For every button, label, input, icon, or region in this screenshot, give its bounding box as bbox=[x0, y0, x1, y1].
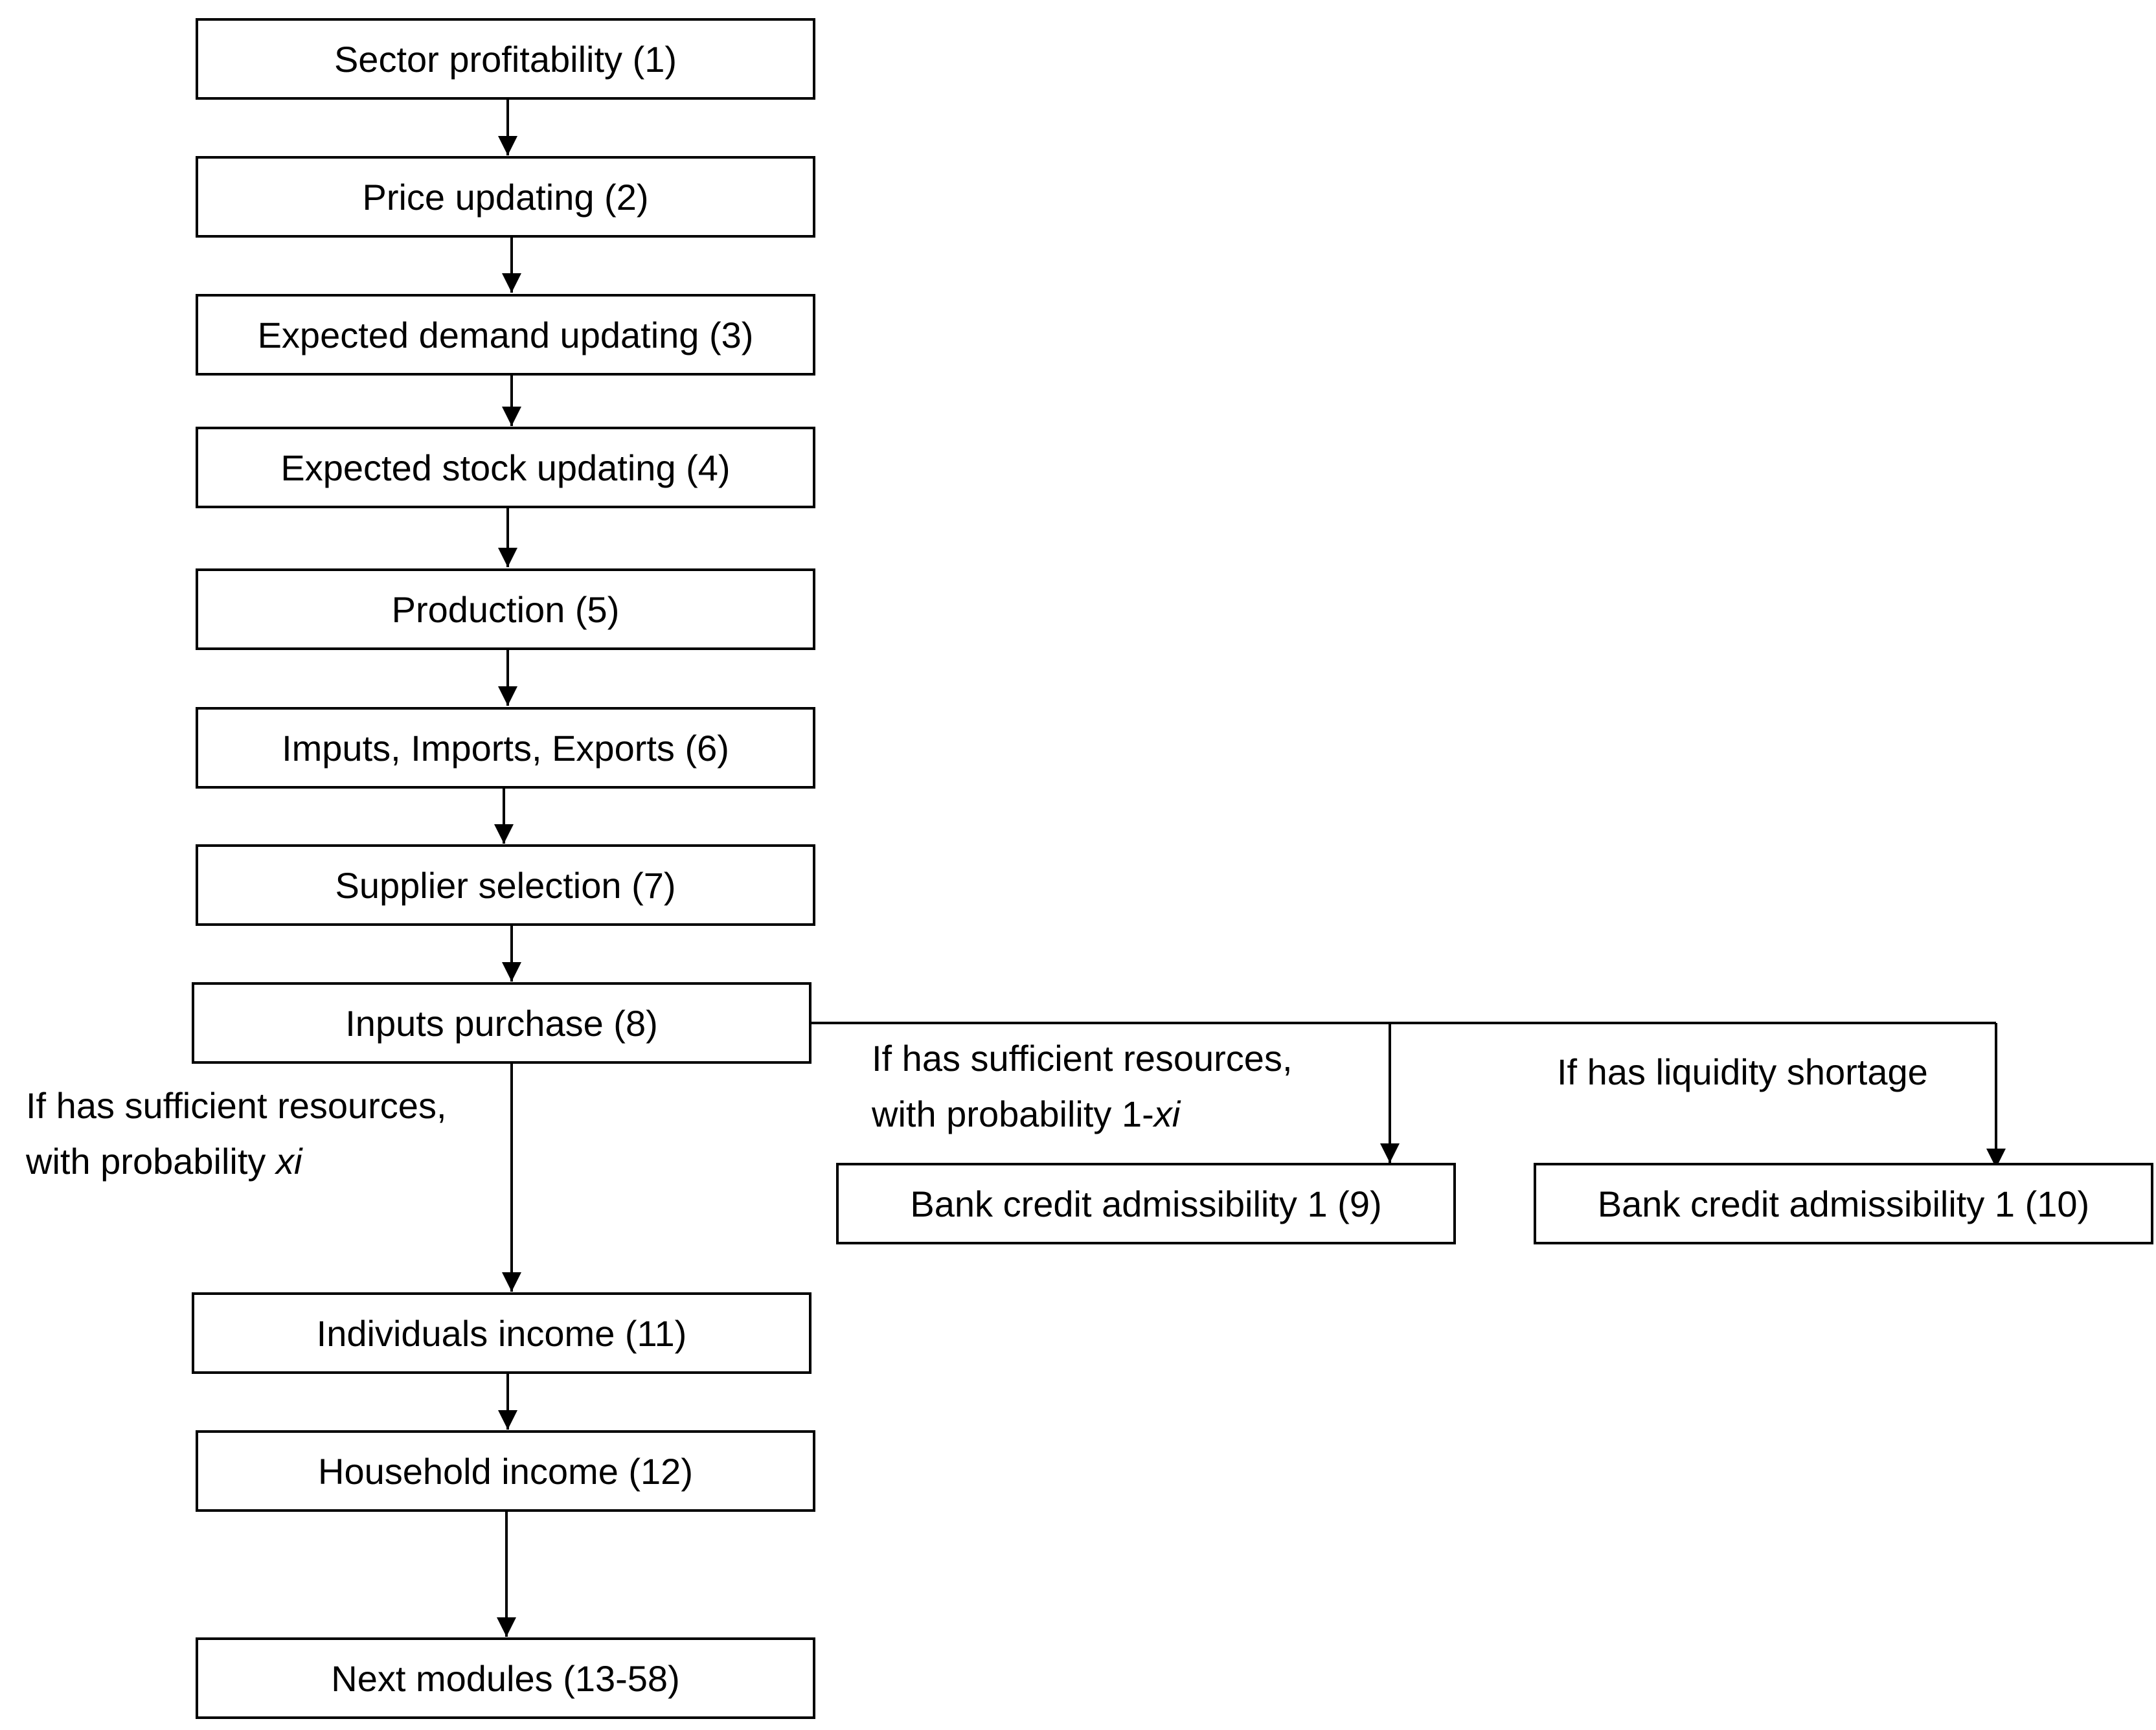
condition-middle-variable: xi bbox=[1153, 1094, 1181, 1134]
node-production: Production (5) bbox=[196, 568, 815, 650]
condition-left-line2-prefix: with probability bbox=[26, 1141, 276, 1182]
arrowhead-8-11 bbox=[502, 1272, 521, 1292]
node-imputs-imports-exports: Imputs, Imports, Exports (6) bbox=[196, 707, 815, 789]
arrowhead-3-4 bbox=[502, 407, 521, 426]
node-inputs-purchase: Inputs purchase (8) bbox=[192, 982, 811, 1064]
arrowhead-11-12 bbox=[498, 1410, 517, 1430]
condition-left-line1: If has sufficient resources, bbox=[26, 1085, 447, 1126]
node-household-income: Household income (12) bbox=[196, 1430, 815, 1512]
condition-label-sufficient-1-xi: If has sufficient resources, with probab… bbox=[872, 1031, 1293, 1142]
node-sector-profitability: Sector profitability (1) bbox=[196, 18, 815, 100]
arrowhead-1-2 bbox=[498, 136, 517, 155]
condition-left-line2: with probability xi bbox=[26, 1134, 447, 1189]
arrowhead-7-8 bbox=[502, 962, 521, 982]
arrowhead-8-10 bbox=[1986, 1149, 2006, 1168]
condition-middle-line1: If has sufficient resources, bbox=[872, 1038, 1293, 1079]
node-individuals-income: Individuals income (11) bbox=[192, 1292, 811, 1374]
condition-right-line1: If has liquidity shortage bbox=[1557, 1051, 1928, 1092]
node-price-updating: Price updating (2) bbox=[196, 156, 815, 238]
arrowhead-2-3 bbox=[502, 273, 521, 293]
condition-left-variable: xi bbox=[275, 1141, 302, 1182]
node-supplier-selection: Supplier selection (7) bbox=[196, 844, 815, 926]
arrowhead-5-6 bbox=[498, 686, 517, 706]
node-expected-stock-updating: Expected stock updating (4) bbox=[196, 427, 815, 508]
condition-middle-line2-prefix: with probability 1- bbox=[872, 1094, 1154, 1134]
condition-label-liquidity-shortage: If has liquidity shortage bbox=[1557, 1044, 1928, 1100]
node-bank-credit-admissibility-9: Bank credit admissibility 1 (9) bbox=[836, 1163, 1456, 1244]
node-next-modules: Next modules (13-58) bbox=[196, 1637, 815, 1719]
node-expected-demand-updating: Expected demand updating (3) bbox=[196, 294, 815, 376]
arrowhead-12-13 bbox=[497, 1617, 516, 1637]
condition-label-sufficient-xi: If has sufficient resources, with probab… bbox=[26, 1078, 447, 1189]
arrowhead-8-9 bbox=[1380, 1143, 1400, 1163]
node-bank-credit-admissibility-10: Bank credit admissibility 1 (10) bbox=[1534, 1163, 2153, 1244]
arrowhead-6-7 bbox=[494, 824, 514, 844]
arrowhead-4-5 bbox=[498, 548, 517, 567]
condition-middle-line2: with probability 1-xi bbox=[872, 1086, 1293, 1142]
